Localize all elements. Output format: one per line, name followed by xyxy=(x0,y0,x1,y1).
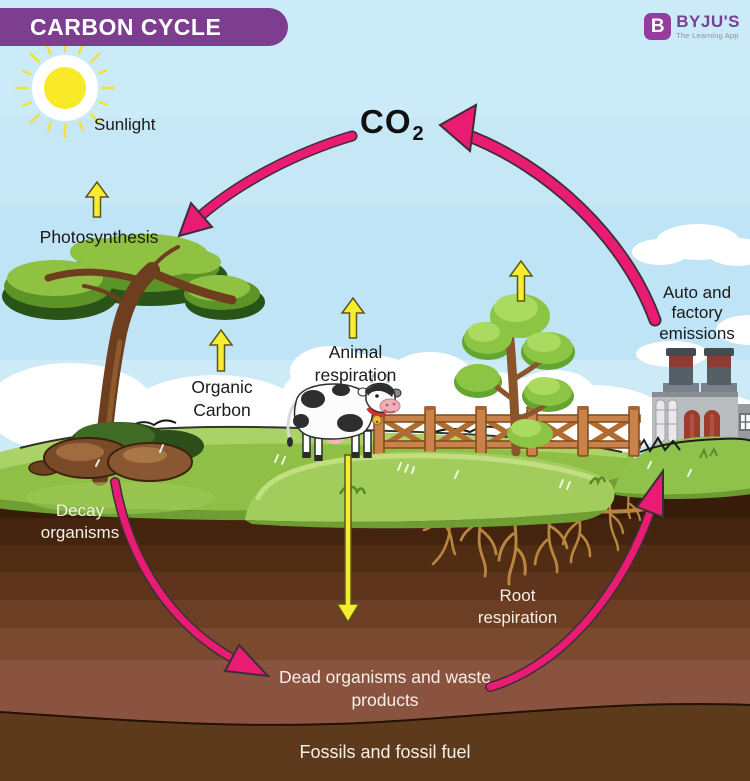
label-dead-organisms: Dead organisms and waste products xyxy=(278,667,492,710)
byjus-badge-icon: B xyxy=(644,13,672,40)
arrow-waste-down xyxy=(335,454,361,624)
yellow-arrows xyxy=(84,180,534,624)
arrow-animal-respiration-up xyxy=(340,296,366,339)
label-photosynthesis: Photosynthesis xyxy=(39,227,159,247)
arrow-emissions-to-co2 xyxy=(438,103,662,327)
logo-brand: BYJU'S xyxy=(676,12,740,31)
label-animal-respiration: Animal respiration xyxy=(314,342,397,385)
rocks xyxy=(28,437,193,482)
small-tree-icon xyxy=(454,294,575,457)
soil-layers xyxy=(0,460,750,781)
big-tree-icon xyxy=(2,234,265,486)
title-banner: CARBON CYCLE xyxy=(0,8,288,46)
arrow-dead-organisms-to-surface xyxy=(485,467,664,692)
arrow-decay-to-dead-organisms xyxy=(110,477,271,678)
label-auto-factory-emissions: Auto and factory emissions xyxy=(659,283,735,343)
arrow-co2-to-plants xyxy=(177,130,358,238)
co2-label: CO2 xyxy=(360,103,424,145)
foreground-mound xyxy=(25,444,692,529)
cow-icon xyxy=(286,373,402,461)
arrow-tree-respiration-up xyxy=(508,259,534,302)
label-root-respiration: Root respiration xyxy=(477,586,558,628)
sun-icon xyxy=(15,38,115,138)
label-fossils: Fossils and fossil fuel xyxy=(299,742,471,762)
logo-tagline: The Learning App xyxy=(676,31,739,40)
label-organic-carbon: Organic Carbon xyxy=(191,377,253,420)
arrow-photosynthesis-up xyxy=(84,180,110,218)
byjus-logo: B BYJU'S The Learning App xyxy=(644,13,740,40)
page-title: CARBON CYCLE xyxy=(30,13,222,40)
arrow-organic-carbon-up xyxy=(208,328,234,372)
label-sunlight: Sunlight xyxy=(94,115,156,134)
label-decay-organisms: Decay organisms xyxy=(40,501,120,543)
